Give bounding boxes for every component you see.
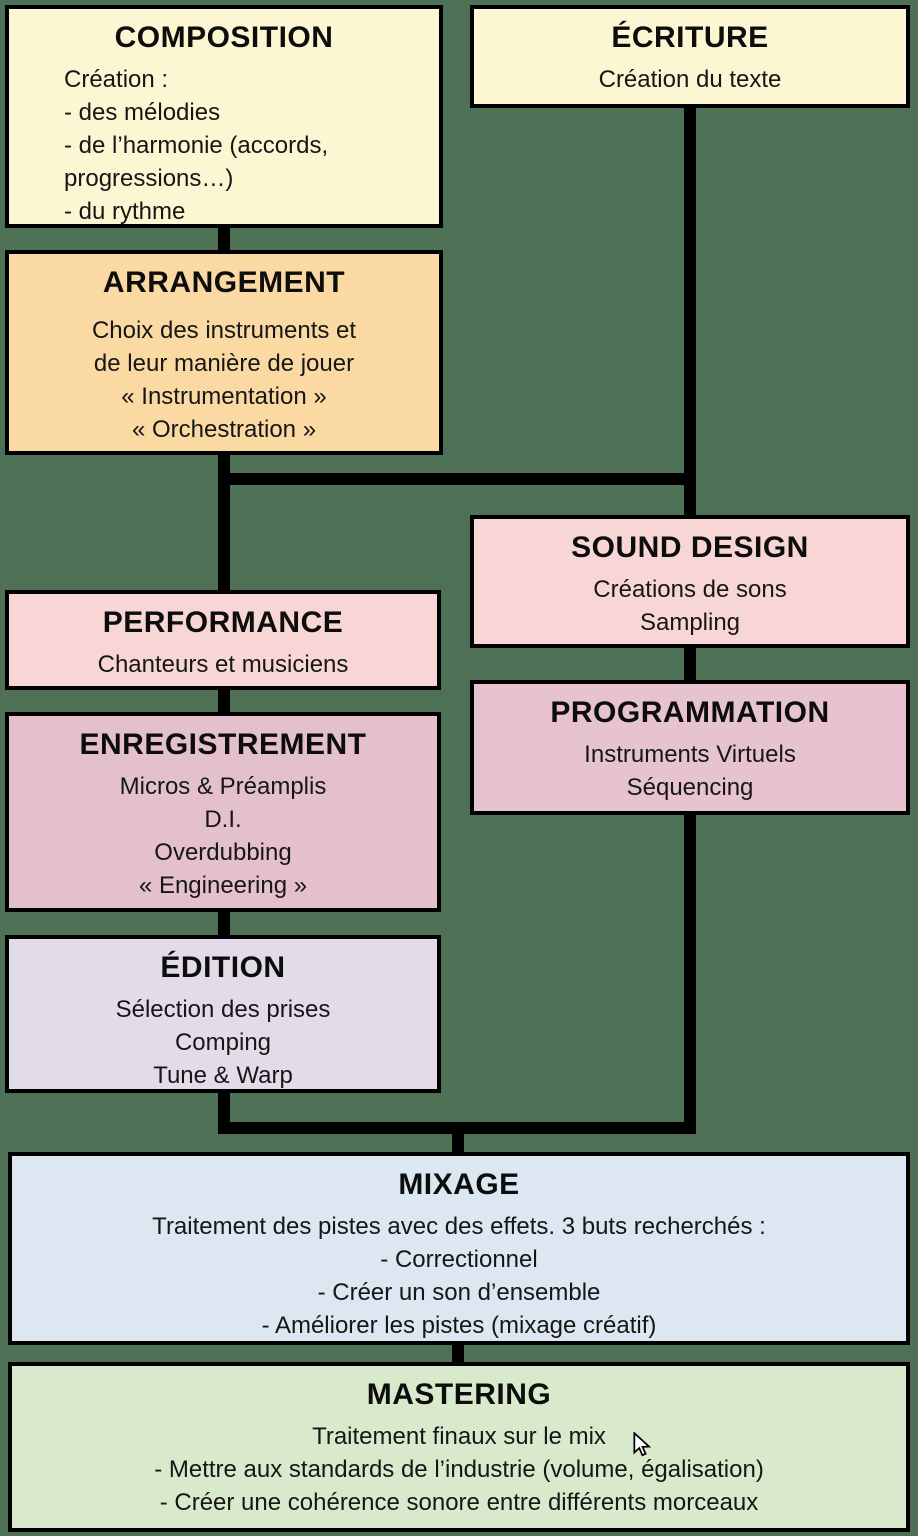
mastering-body: Traitement finaux sur le mix - Mettre au… [12,1412,906,1519]
edition-body: Sélection des prises Comping Tune & Warp [9,985,437,1092]
enregistrement-title: ENREGISTREMENT [79,728,367,761]
edition-title: ÉDITION [160,951,286,984]
connector-composition-arrangement [218,226,230,254]
ecriture-line: Création du texte [598,66,782,93]
composition-line: - des mélodies [64,99,221,126]
mixage-box: MIXAGE Traitement des pistes avec des ef… [8,1152,910,1345]
mixage-line: - Correctionnel [380,1246,538,1273]
mastering-title: MASTERING [366,1378,552,1411]
enregistrement-line: Micros & Préamplis [119,773,327,800]
performance-body: Chanteurs et musiciens [9,640,437,681]
enregistrement-line: D.I. [204,806,242,833]
mixage-body: Traitement des pistes avec des effets. 3… [12,1202,906,1342]
mixage-title: MIXAGE [398,1168,520,1201]
sound-design-title: SOUND DESIGN [571,531,809,564]
arrangement-line: de leur manière de jouer [93,350,355,377]
sound-design-body: Créations de sons Sampling [474,565,906,639]
edition-line: Comping [174,1029,272,1056]
performance-line: Chanteurs et musiciens [97,651,349,678]
enregistrement-box: ENREGISTREMENT Micros & Préamplis D.I. O… [5,712,441,912]
mastering-line: - Mettre aux standards de l’industrie (v… [154,1456,764,1483]
connector-horizontal-top [218,473,696,485]
programmation-line: Instruments Virtuels [584,741,796,768]
mastering-line: Traitement finaux sur le mix [312,1423,606,1450]
arrangement-line: « Instrumentation » [121,383,327,410]
mastering-line: - Créer une cohérence sonore entre diffé… [159,1489,759,1516]
mixage-line: - Améliorer les pistes (mixage créatif) [261,1312,657,1339]
programmation-line: Séquencing [626,774,754,801]
enregistrement-body: Micros & Préamplis D.I. Overdubbing « En… [9,762,437,902]
edition-line: Tune & Warp [153,1062,293,1089]
sound-design-line: Créations de sons [593,576,787,603]
programmation-title: PROGRAMMATION [550,696,830,729]
connector-join-mixage [452,1128,464,1155]
mastering-box: MASTERING Traitement finaux sur le mix -… [8,1362,910,1532]
composition-title: COMPOSITION [114,21,334,54]
connector-ecriture-sound-design [684,106,696,518]
arrangement-title: ARRANGEMENT [102,266,346,299]
edition-line: Sélection des prises [115,996,331,1023]
composition-line: Création : [64,66,169,93]
mixage-line: - Créer un son d’ensemble [317,1279,601,1306]
connector-edition-join [218,1090,230,1132]
arrangement-body: Choix des instruments et de leur manière… [9,300,439,446]
connector-mixage-mastering [452,1343,464,1365]
enregistrement-line: Overdubbing [154,839,292,866]
sound-design-line: Sampling [639,609,741,636]
connector-sound-design-programmation [684,645,696,683]
mouse-cursor-icon [633,1432,652,1457]
composition-box: COMPOSITION Création : - des mélodies - … [5,5,443,228]
connector-programmation-join [684,812,696,1132]
enregistrement-line: « Engineering » [138,872,308,899]
sound-design-box: SOUND DESIGN Créations de sons Sampling [470,515,910,648]
ecriture-title: ÉCRITURE [611,21,769,54]
arrangement-box: ARRANGEMENT Choix des instruments et de … [5,250,443,455]
performance-box: PERFORMANCE Chanteurs et musiciens [5,590,441,690]
edition-box: ÉDITION Sélection des prises Comping Tun… [5,935,441,1093]
composition-line: - du rythme [64,198,186,225]
connector-performance-enregistrement [218,687,230,715]
programmation-body: Instruments Virtuels Séquencing [474,730,906,804]
connector-enregistrement-edition [218,909,230,938]
ecriture-body: Création du texte [474,55,906,96]
mixage-line: Traitement des pistes avec des effets. 3… [152,1213,766,1240]
ecriture-box: ÉCRITURE Création du texte [470,5,910,108]
programmation-box: PROGRAMMATION Instruments Virtuels Séque… [470,680,910,815]
composition-line: - de l’harmonie (accords, [64,132,329,159]
composition-body: Création : - des mélodies - de l’harmoni… [9,55,439,228]
composition-line: progressions…) [64,165,234,192]
performance-title: PERFORMANCE [102,606,344,639]
connector-arrangement-performance [218,452,230,594]
arrangement-line: « Orchestration » [131,416,317,443]
arrangement-line: Choix des instruments et [91,317,357,344]
